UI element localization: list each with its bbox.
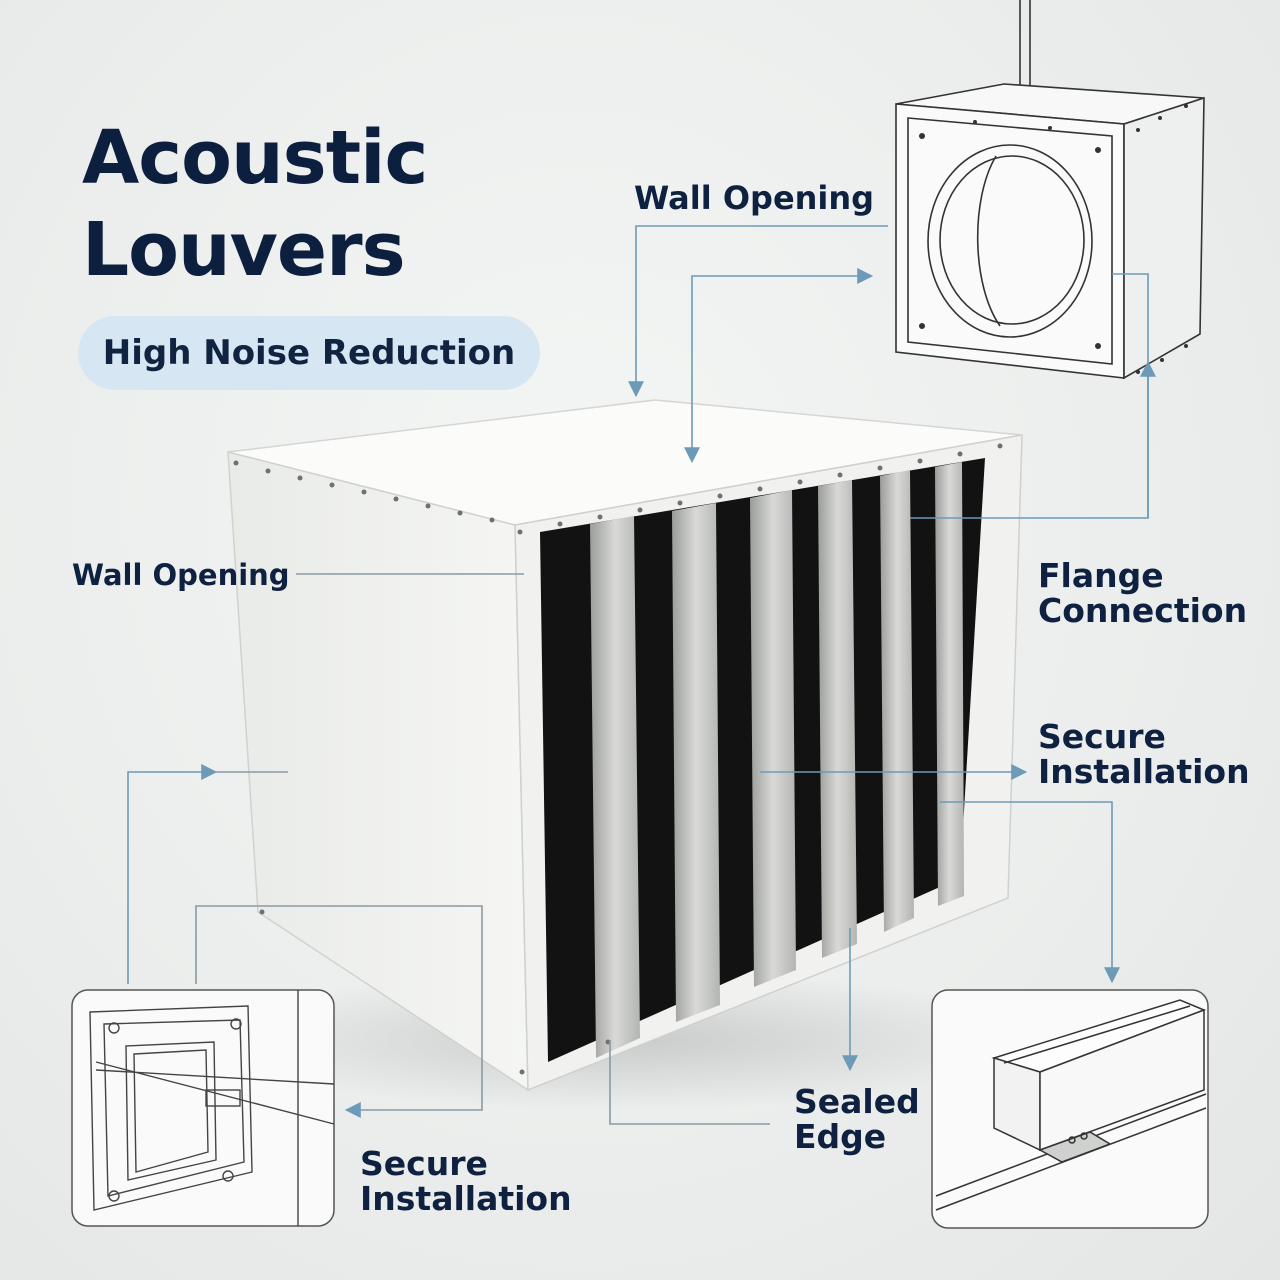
- callout-secure-installation-right: Secure Installation: [1038, 717, 1250, 791]
- callout-sealed-edge: Sealed Edge: [794, 1082, 920, 1156]
- inset-sealed-edge: [931, 989, 1209, 1229]
- inset-mounting-plate: [71, 989, 335, 1227]
- callout-flange-connection: Flange Connection: [1038, 556, 1248, 630]
- flange-box-drawing: [895, 0, 1205, 380]
- louver-blades: [590, 462, 964, 1058]
- callout-wall-opening-left: Wall Opening: [72, 558, 290, 592]
- noise-reduction-badge: High Noise Reduction: [78, 316, 540, 390]
- page-title: Acoustic Louvers: [82, 112, 428, 296]
- title-line-1: Acoustic: [82, 115, 428, 201]
- callout-secure-installation-bottom: Secure Installation: [360, 1144, 572, 1218]
- leader-lines: [127, 225, 1156, 1125]
- callout-wall-opening-top: Wall Opening: [634, 179, 875, 217]
- louver-unit: [227, 399, 1023, 1092]
- title-line-2: Louvers: [82, 207, 406, 293]
